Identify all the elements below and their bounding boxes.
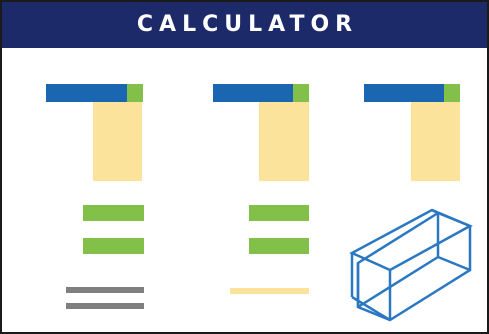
- equals-sign-icon: [249, 205, 309, 254]
- box-edge: [437, 255, 471, 272]
- t-stem-yellow: [411, 102, 460, 181]
- t-bar-blue: [213, 84, 293, 102]
- equals-bar-top: [249, 205, 309, 221]
- t-shape-icon: [46, 84, 143, 181]
- minus-lines-icon: [66, 287, 144, 309]
- gray-line-bottom: [66, 303, 144, 309]
- t-bar-blue: [46, 84, 127, 102]
- equals-bar-top: [83, 205, 144, 221]
- illustration-area: [46, 84, 473, 322]
- box-edge: [357, 255, 439, 309]
- box-edge: [431, 208, 439, 215]
- t-shape-icon: [364, 84, 460, 181]
- box-front-face: [349, 208, 473, 272]
- t-bar-green: [293, 84, 309, 102]
- t-stem-yellow: [259, 102, 309, 181]
- t-bar-green: [444, 84, 460, 102]
- t-bar-green: [127, 84, 143, 102]
- equals-bar-bottom: [249, 238, 309, 254]
- t-stem-yellow: [93, 102, 142, 181]
- equals-sign-icon: [83, 205, 144, 254]
- yellow-underline: [230, 288, 309, 294]
- box-back-face: [356, 211, 472, 322]
- equals-bar-bottom: [83, 238, 144, 254]
- t-bar-blue: [364, 84, 444, 102]
- underline-bar-icon: [230, 288, 309, 294]
- wireframe-box-icon: [349, 208, 473, 322]
- header-bar: CALCULATOR: [2, 2, 487, 48]
- gray-line-top: [66, 287, 144, 293]
- t-shape-icon: [213, 84, 309, 181]
- page-title: CALCULATOR: [136, 12, 359, 37]
